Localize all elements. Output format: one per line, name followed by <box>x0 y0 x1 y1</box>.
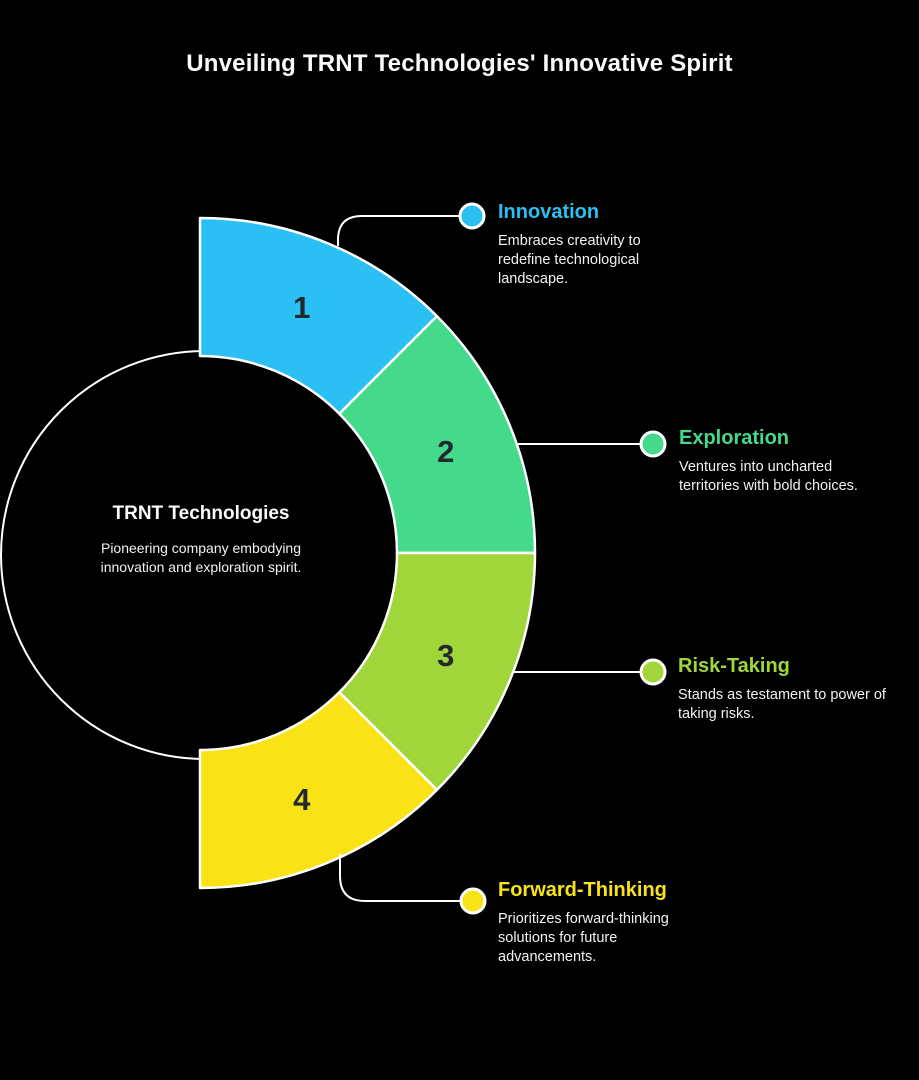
segment-forward-thinking <box>198 691 439 890</box>
segment-number: 1 <box>293 290 310 325</box>
legend-heading-risk-taking: Risk-Taking <box>678 655 790 677</box>
legend-heading-innovation: Innovation <box>498 201 600 223</box>
bullet-exploration <box>639 430 667 458</box>
legend-description-exploration: Ventures into uncharted territories with… <box>679 459 858 494</box>
connector-innovation <box>337 215 459 246</box>
center-description: Pioneering company embodying innovation … <box>100 540 302 575</box>
legend-item-innovation: Innovation Embraces creativity to redefi… <box>498 200 670 289</box>
center-label: TRNT Technologies Pioneering company emb… <box>70 502 332 577</box>
legend-description-innovation: Embraces creativity to redefine technolo… <box>498 233 641 287</box>
segment-number: 3 <box>437 638 454 673</box>
segment-number: 4 <box>293 782 311 817</box>
legend-heading-forward-thinking: Forward-Thinking <box>498 879 667 901</box>
legend-item-forward-thinking: Forward-Thinking Prioritizes forward-thi… <box>498 878 694 967</box>
bullet-risk-taking <box>639 658 667 686</box>
segment-number: 2 <box>437 434 454 469</box>
bullet-innovation <box>458 202 486 230</box>
connector-forward-thinking <box>339 854 460 902</box>
legend-description-forward-thinking: Prioritizes forward-thinking solutions f… <box>498 911 669 965</box>
page-title: Unveiling TRNT Technologies' Innovative … <box>186 50 733 77</box>
legend-description-risk-taking: Stands as testament to power of taking r… <box>678 687 886 722</box>
legend-heading-exploration: Exploration <box>679 427 790 449</box>
legend-item-risk-taking: Risk-Taking Stands as testament to power… <box>678 654 892 724</box>
legend-item-exploration: Exploration Ventures into uncharted terr… <box>679 426 879 496</box>
bullet-forward-thinking <box>459 887 487 915</box>
center-heading: TRNT Technologies <box>112 503 290 524</box>
